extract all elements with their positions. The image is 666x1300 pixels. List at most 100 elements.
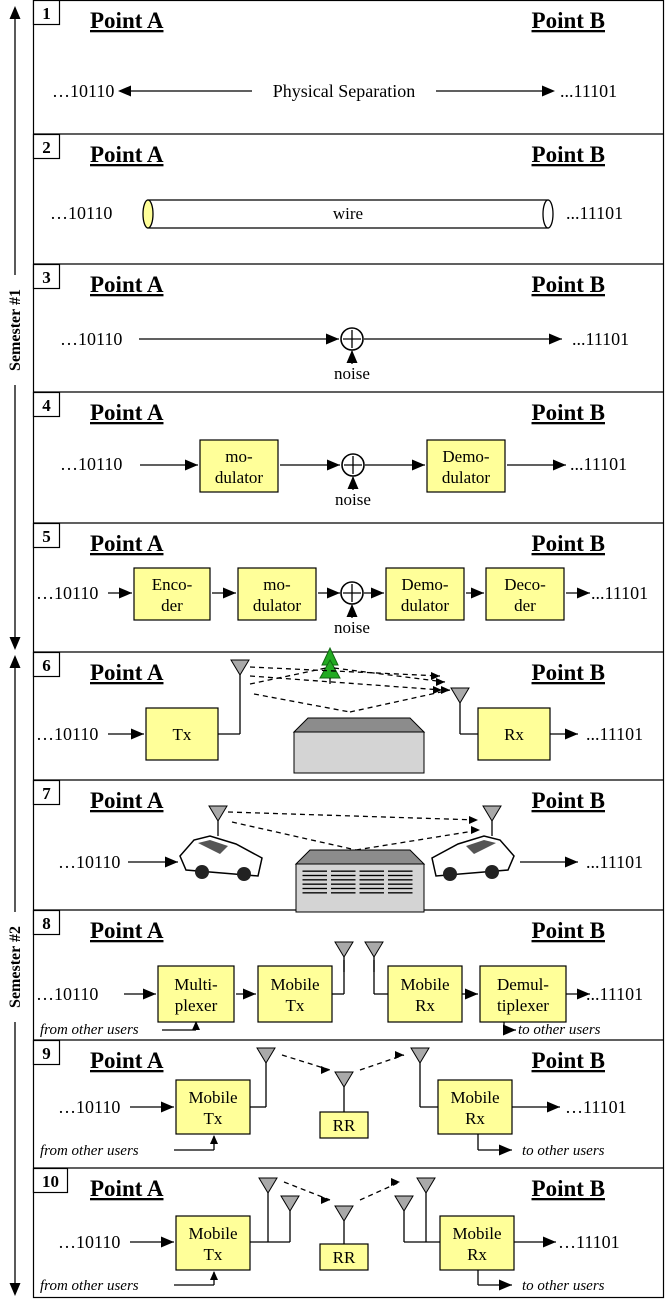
mobile-rx-block-box bbox=[437, 1079, 513, 1135]
los-path bbox=[227, 811, 479, 821]
signal-arrow-head bbox=[327, 459, 340, 471]
panel-number-box bbox=[32, 522, 61, 549]
demodulator-block-label: Demo- bbox=[401, 575, 449, 594]
building-path bbox=[355, 829, 481, 851]
relay-block-label: RR bbox=[333, 1116, 356, 1135]
panel-number: 5 bbox=[42, 527, 51, 546]
demodulator-block-label: dulator bbox=[401, 596, 449, 615]
modulator-block-label: mo- bbox=[225, 447, 253, 466]
rx-antenna bbox=[410, 1047, 430, 1064]
signal-arrow-head bbox=[371, 587, 384, 599]
semester-1-label: Semester #1 bbox=[7, 289, 24, 371]
downlink-path-head bbox=[395, 1051, 404, 1059]
separation-arrow-head bbox=[118, 85, 131, 97]
los-path-head bbox=[431, 672, 440, 680]
source-bits: …10110 bbox=[36, 583, 98, 603]
panel-number-box bbox=[32, 263, 61, 290]
sink-bits: ...11101 bbox=[586, 984, 643, 1004]
from-other-users-label: from other users bbox=[40, 1022, 139, 1038]
signal-arrow-head bbox=[185, 459, 198, 471]
point-a-label: Point A bbox=[90, 1048, 164, 1073]
point-b-label: Point B bbox=[532, 660, 605, 685]
signal-arrow-head bbox=[577, 587, 590, 599]
relay-block: RR bbox=[319, 1243, 369, 1271]
reflected-path-head bbox=[433, 686, 442, 694]
tree-path bbox=[333, 667, 446, 683]
panel-number-box bbox=[32, 0, 61, 26]
signal-arrow-head bbox=[131, 728, 144, 740]
sink-bits: ...11101 bbox=[560, 81, 617, 101]
mobile-rx-block-label: Rx bbox=[467, 1245, 487, 1264]
mobile-tx-block-box bbox=[175, 1215, 251, 1271]
tx-antenna bbox=[230, 659, 250, 676]
point-b-label: Point B bbox=[532, 1048, 605, 1073]
panel-number: 10 bbox=[42, 1172, 59, 1191]
uplink-path-head bbox=[321, 1066, 330, 1074]
noise-arrow-head bbox=[347, 476, 359, 489]
car-icon bbox=[179, 835, 263, 881]
panel-number-box bbox=[32, 909, 61, 936]
source-bits: …10110 bbox=[36, 724, 98, 744]
modulator-block: mo-dulator bbox=[199, 439, 279, 493]
demodulator-block-box bbox=[426, 439, 506, 493]
mobile-rx-block-label: Mobile bbox=[452, 1224, 501, 1243]
rx-antenna bbox=[482, 805, 502, 822]
panel-number: 4 bbox=[42, 396, 51, 415]
panel-number-box bbox=[32, 779, 61, 806]
signal-arrow-head bbox=[553, 459, 566, 471]
car-icon-wheel bbox=[237, 867, 251, 881]
signal-arrow-head bbox=[577, 988, 590, 1000]
wire-end-right bbox=[542, 199, 554, 229]
signal-arrow-head bbox=[243, 988, 256, 1000]
building-icon-roof bbox=[294, 849, 426, 865]
point-a-label: Point A bbox=[90, 788, 164, 813]
building-path bbox=[253, 693, 351, 713]
noise-label: noise bbox=[334, 618, 370, 637]
decoder-block-label: Deco- bbox=[504, 575, 546, 594]
point-a-label: Point A bbox=[90, 142, 164, 167]
signal-arrow-head bbox=[326, 333, 339, 345]
signal-arrow-head bbox=[165, 856, 178, 868]
from-other-users-label: from other users bbox=[40, 1143, 139, 1159]
point-b-label: Point B bbox=[532, 918, 605, 943]
building-path-head bbox=[471, 826, 480, 834]
to-users-arrow-head bbox=[499, 1279, 512, 1291]
multiplexer-block-box bbox=[157, 965, 235, 1023]
physical-separation-label: Physical Separation bbox=[273, 81, 415, 101]
signal-arrow-head bbox=[549, 333, 562, 345]
modulator-block-label: dulator bbox=[253, 596, 301, 615]
point-b-label: Point B bbox=[532, 1176, 605, 1201]
source-bits: …10110 bbox=[36, 984, 98, 1004]
source-bits: …10110 bbox=[60, 329, 122, 349]
noise-label: noise bbox=[335, 490, 371, 509]
demodulator-block: Demo-dulator bbox=[426, 439, 506, 493]
modulator-block: mo-dulator bbox=[237, 567, 317, 621]
signal-arrow-head bbox=[471, 587, 484, 599]
decoder-block-box bbox=[485, 567, 565, 621]
demultiplexer-block: Demul-tiplexer bbox=[479, 965, 567, 1023]
mobile-tx-block-label: Tx bbox=[204, 1109, 223, 1128]
downlink-path bbox=[359, 1181, 401, 1201]
decoder-block-label: der bbox=[514, 596, 536, 615]
car-icon bbox=[431, 835, 515, 881]
sink-bits: ...11101 bbox=[586, 724, 643, 744]
tree-path bbox=[249, 667, 327, 685]
sink-bits: …11101 bbox=[565, 1097, 627, 1117]
semester-2-label: Semester #2 bbox=[7, 926, 24, 1008]
signal-arrow-head bbox=[161, 1101, 174, 1113]
signal-arrow-head bbox=[161, 1236, 174, 1248]
sink-bits: ...11101 bbox=[570, 454, 627, 474]
to-other-users-label: to other users bbox=[522, 1143, 605, 1159]
semester-1-arrow-head bbox=[9, 637, 21, 650]
rx-antenna-1 bbox=[394, 1195, 414, 1212]
signal-arrow-head bbox=[327, 587, 340, 599]
source-bits: …10110 bbox=[58, 1232, 120, 1252]
panel-number: 7 bbox=[42, 784, 51, 803]
signal-arrow-head bbox=[143, 988, 156, 1000]
to-other-users-label: to other users bbox=[518, 1022, 601, 1038]
uplink-path-head bbox=[321, 1196, 330, 1204]
decoder-block: Deco-der bbox=[485, 567, 565, 621]
panel-number-box bbox=[32, 651, 61, 678]
sink-bits: ...11101 bbox=[566, 203, 623, 223]
